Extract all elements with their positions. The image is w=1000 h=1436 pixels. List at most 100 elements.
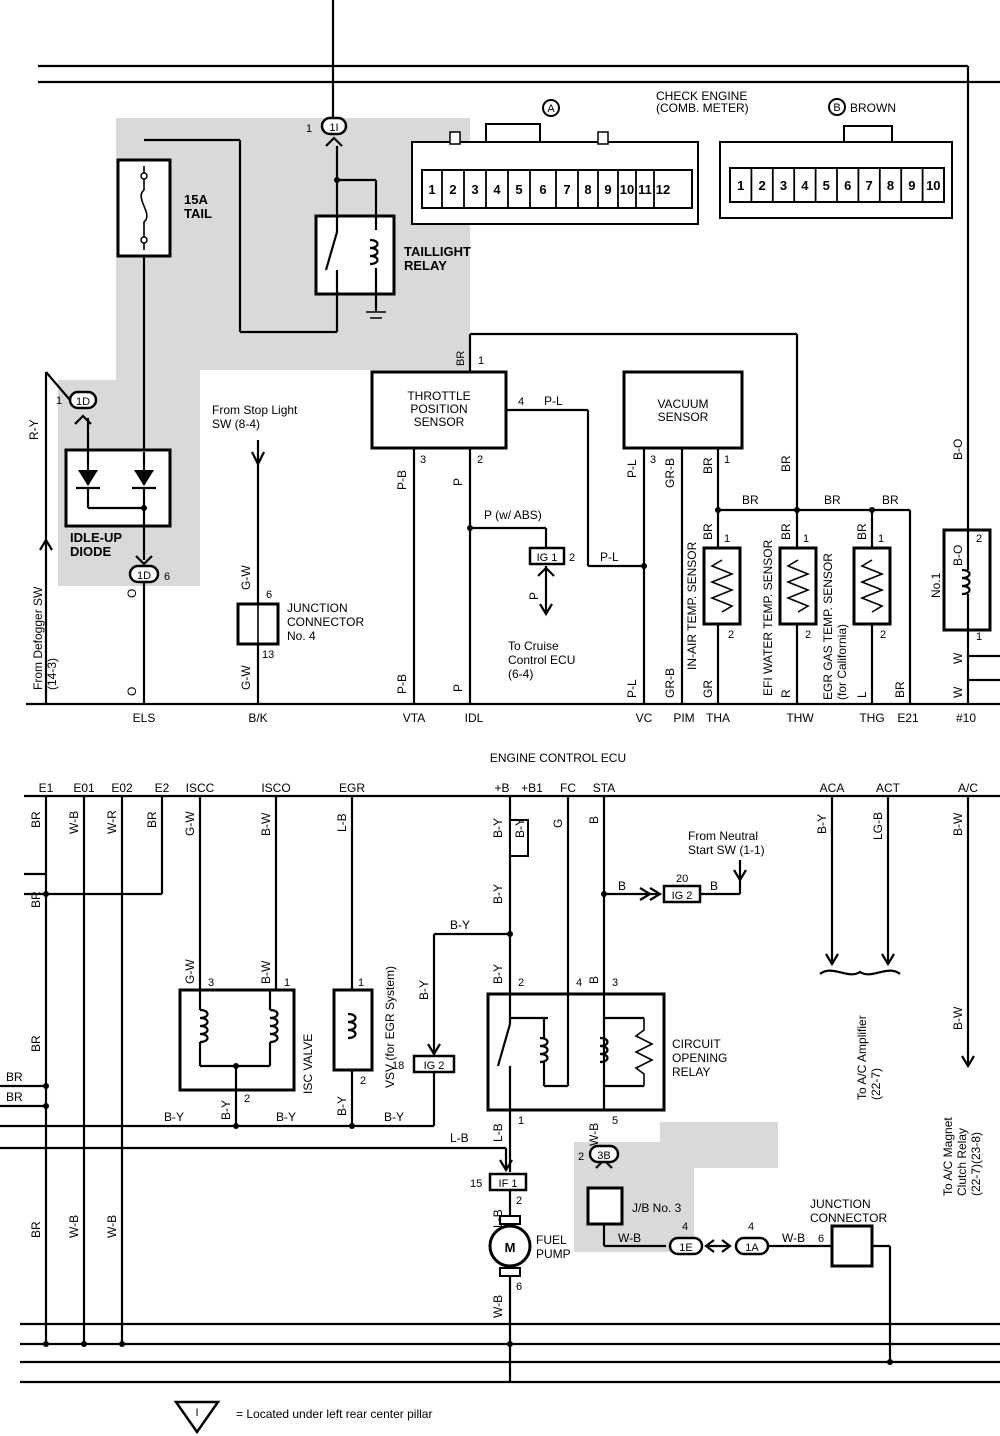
wire-gw-2: G-W (239, 665, 253, 690)
wire-wb-fp: W-B (491, 1295, 505, 1318)
jc-label-2: CONNECTOR (810, 1211, 887, 1225)
wire-br-thw: BR (779, 523, 793, 540)
taillight-relay-label-2: RELAY (404, 258, 447, 273)
wire-br-top: BR (779, 455, 793, 472)
cor-label-2: OPENING (672, 1051, 727, 1065)
stop-light-label-1: From Stop Light (212, 403, 298, 417)
inj-pin-1: 1 (976, 631, 982, 643)
wire-by-ig2-v: B-Y (417, 980, 431, 1000)
tps-label-3: SENSOR (414, 415, 465, 429)
wire-by-3: B-Y (384, 1110, 404, 1124)
jc-label-1: JUNCTION (810, 1197, 871, 1211)
connector-b-label: B (833, 102, 840, 114)
wire-p-2: P (451, 684, 465, 692)
cor-pin-3: 3 (612, 977, 618, 989)
connector-a-pin: 2 (449, 182, 456, 197)
jc4-label-3: No. 4 (287, 629, 316, 643)
isc-pin-1: 1 (284, 977, 290, 989)
connector-b-pin: 8 (887, 178, 894, 193)
connector-a-pin: 11 (638, 182, 652, 197)
plug-1d-lower: 1D (137, 570, 151, 582)
plug-1i-pin: 1 (306, 123, 312, 135)
ecu-terminal-bottom: ACA (820, 781, 845, 795)
inj-pin-2: 2 (976, 533, 982, 545)
ecu-terminal-top: PIM (673, 711, 694, 725)
wire-p-cruise: P (527, 592, 541, 600)
idle-up-diode-label-2: DIODE (70, 544, 112, 559)
wire-by-isc: B-Y (219, 1100, 233, 1120)
plug-3b-pin: 2 (578, 1151, 584, 1163)
ecu-terminal-bottom: +B (494, 781, 509, 795)
connector-ig2-left: IG 2 (424, 1060, 445, 1072)
efi-water-label: EFI WATER TEMP. SENSOR (761, 539, 775, 696)
wire-gw-iscc-2: G-W (183, 959, 197, 984)
vsv-egr (332, 988, 374, 1072)
wire-br-bus-1: BR (742, 493, 759, 507)
fuel-pump-motor (488, 1224, 532, 1268)
ecu-terminal-bottom: EGR (339, 781, 365, 795)
ig2-left-pin-18: 18 (392, 1060, 404, 1072)
cor-label-1: CIRCUIT (672, 1037, 721, 1051)
ecu-terminal-bottom: STA (593, 781, 615, 795)
jc4-pin-13: 13 (262, 649, 274, 661)
thg-pin-2: 2 (880, 629, 886, 641)
shaded-plug-area (660, 1122, 778, 1168)
vacuum-label-2: SENSOR (658, 410, 709, 424)
ecu-terminal-bottom: E01 (73, 781, 95, 795)
idle-up-diode-label-1: IDLE-UP (70, 530, 122, 545)
thw-pin-1: 1 (803, 533, 809, 545)
wire-br-tps: BR (455, 351, 467, 366)
tps-pin-1: 1 (478, 355, 484, 367)
wire-pl-tps: P-L (544, 394, 563, 408)
ecu-terminal-bottom: E1 (39, 781, 54, 795)
wire-lb-egr: L-B (335, 813, 349, 832)
ecu-terminal-bottom: +B1 (521, 781, 543, 795)
connector-if1: IF 1 (499, 1178, 518, 1190)
tps-label-1: THROTTLE (407, 389, 470, 403)
vsv-pin-2: 2 (360, 1075, 366, 1087)
ecu-terminal-top: VC (636, 711, 653, 725)
fuse-name: TAIL (184, 206, 212, 221)
vsv-label: VSV (for EGR System) (383, 966, 397, 1088)
wire-b-neutral-2: B (710, 879, 718, 893)
wire-bw-ac: B-W (951, 812, 965, 836)
wire-pb-1: P-B (395, 470, 409, 490)
footnote-symbol: I (195, 1407, 198, 1419)
ecu-terminal-top: THW (786, 711, 814, 725)
wire-r: R (779, 689, 793, 698)
wire-bw-isco-2: B-W (259, 960, 273, 984)
jc-pin-6: 6 (818, 1233, 824, 1245)
jc4-label-2: CONNECTOR (287, 615, 364, 629)
egr-gas-label-1: EGR GAS TEMP. SENSOR (821, 553, 835, 700)
wire-by-b: B-Y (491, 818, 505, 838)
wire-lgb-act: LG-B (871, 812, 885, 840)
plug-1i: 1I (329, 122, 338, 134)
jc4-label-1: JUNCTION (287, 601, 348, 615)
jc4-pin-6: 6 (266, 589, 272, 601)
connector-a-pin: 5 (515, 182, 522, 197)
wire-gw-iscc: G-W (183, 811, 197, 836)
tps-label-2: POSITION (410, 402, 467, 416)
wire-wb-e02-2: W-B (105, 1215, 119, 1238)
connector-ig2-right: IG 2 (672, 890, 693, 902)
wire-wb-e01-2: W-B (67, 1215, 81, 1238)
wire-o-2: O (125, 687, 139, 696)
plug-1a-pin: 4 (748, 1221, 754, 1233)
if1-pin-15: 15 (470, 1178, 482, 1190)
egr-gas-temp-sensor (852, 510, 892, 704)
wire-w-2: W (951, 686, 965, 698)
connector-b-pin: 2 (758, 178, 765, 193)
wire-wb-e01: W-B (67, 811, 81, 834)
egr-gas-label-2: (for California) (835, 624, 849, 700)
wire-p-1: P (451, 478, 465, 486)
wire-pl-vac: P-L (625, 459, 639, 478)
footnote-triangle-icon (173, 1400, 221, 1435)
connector-b-pin: 7 (865, 178, 872, 193)
ac-relay-label-3: (22-7)(23-8) (969, 1132, 983, 1196)
isc-pin-2: 2 (244, 1093, 250, 1105)
wire-w-1: W (951, 652, 965, 664)
ecu-terminal-top: ELS (133, 711, 156, 725)
tha-pin-2: 2 (728, 629, 734, 641)
wire-pl-vc-2: P-L (625, 679, 639, 698)
